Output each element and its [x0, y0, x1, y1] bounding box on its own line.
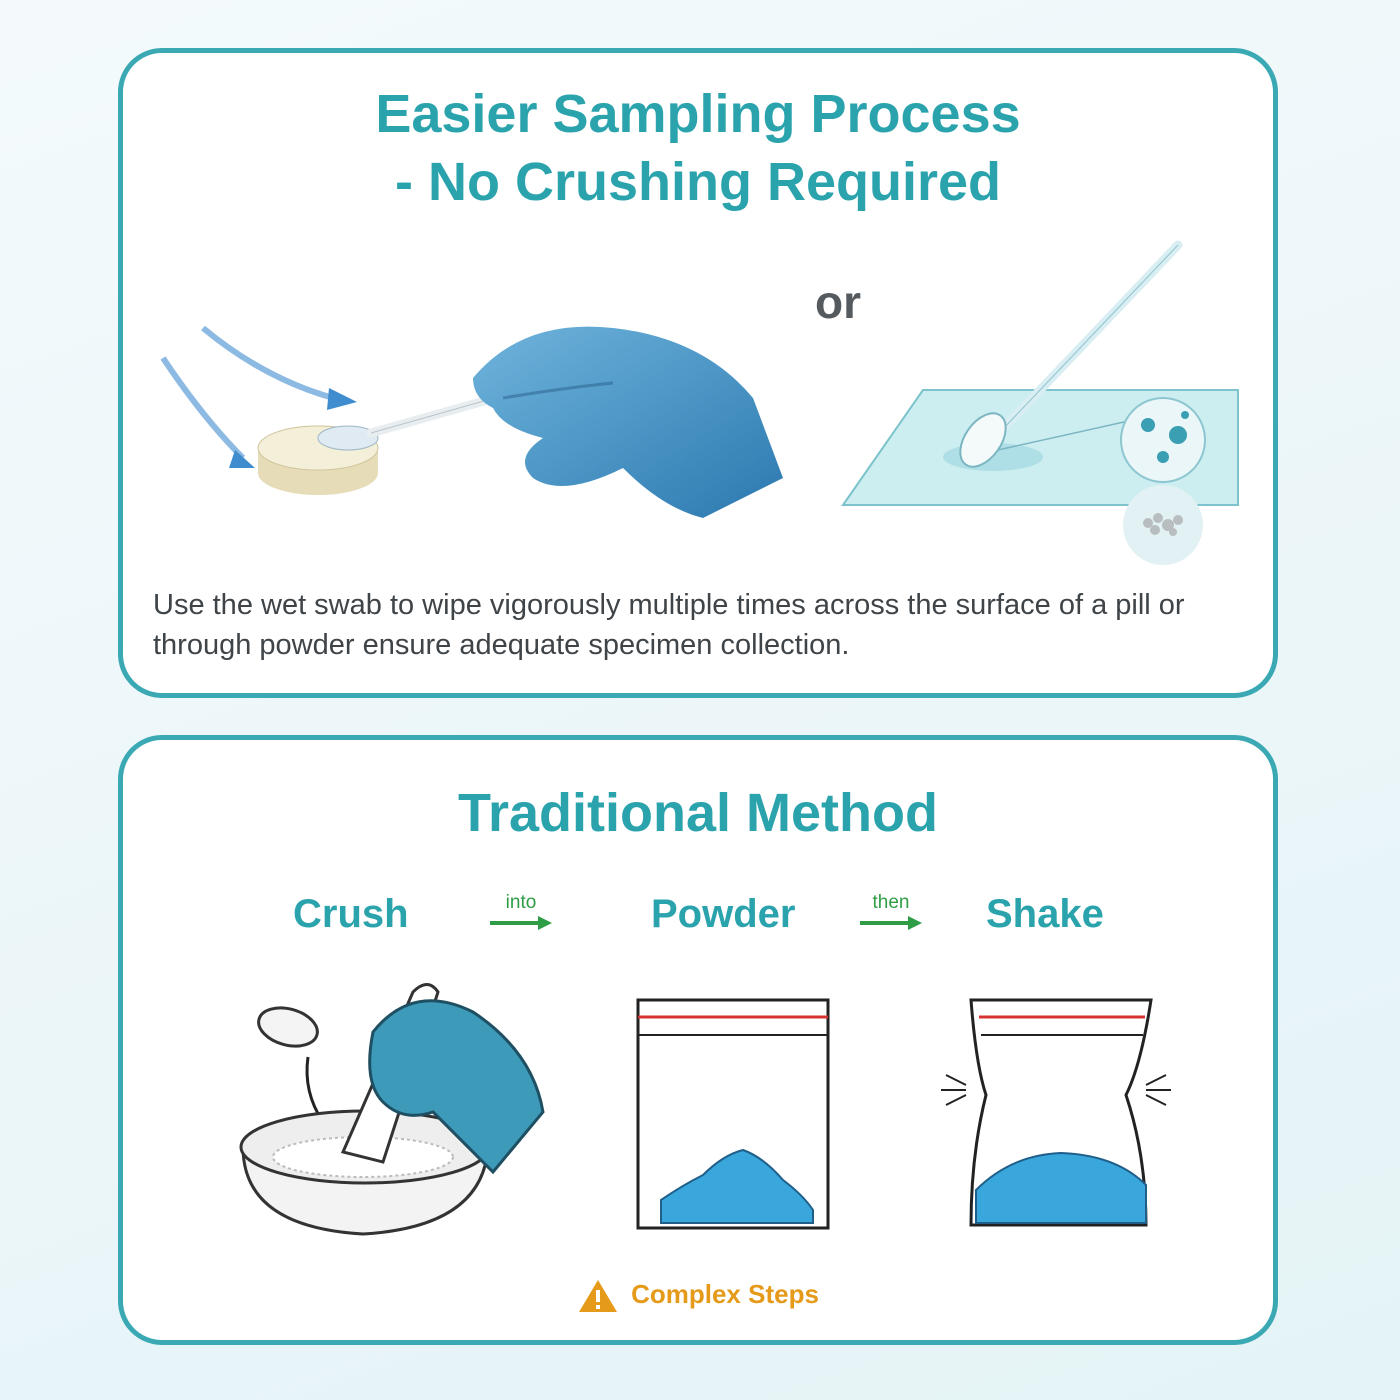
warning-icon: [579, 1280, 618, 1312]
mortar-pestle-illustration: [239, 983, 545, 1236]
step-crush: Crush: [293, 892, 409, 936]
connector-then: then: [858, 892, 924, 937]
traditional-card: Traditional Method Crush into Powder the…: [118, 735, 1278, 1345]
card-title-line1: Easier Sampling Process: [375, 84, 1021, 144]
step-shake: Shake: [986, 892, 1104, 936]
card-title-line2: - No Crushing Required: [395, 152, 1001, 212]
warning-text: Complex Steps: [631, 1278, 819, 1309]
traditional-title: Traditional Method: [458, 783, 938, 843]
sampling-description: Use the wet swab to wipe vigorously mult…: [153, 589, 1185, 661]
step-powder: Powder: [651, 892, 796, 936]
arrow-right-icon: [860, 916, 922, 930]
swab-pill-illustration: [160, 325, 783, 518]
powder-bag-illustration: [636, 998, 830, 1230]
connector-then-label: then: [872, 892, 910, 913]
connector-into-label: into: [505, 892, 537, 913]
arrow-right-icon: [490, 916, 552, 930]
or-label: or: [815, 276, 861, 328]
complex-steps-warning: Complex Steps: [123, 1278, 1273, 1314]
sampling-card: Easier Sampling Process - No Crushing Re…: [118, 48, 1278, 698]
shake-bag-illustration: [941, 998, 1171, 1227]
swab-powder-illustration: [841, 240, 1239, 565]
connector-into: into: [488, 892, 554, 937]
